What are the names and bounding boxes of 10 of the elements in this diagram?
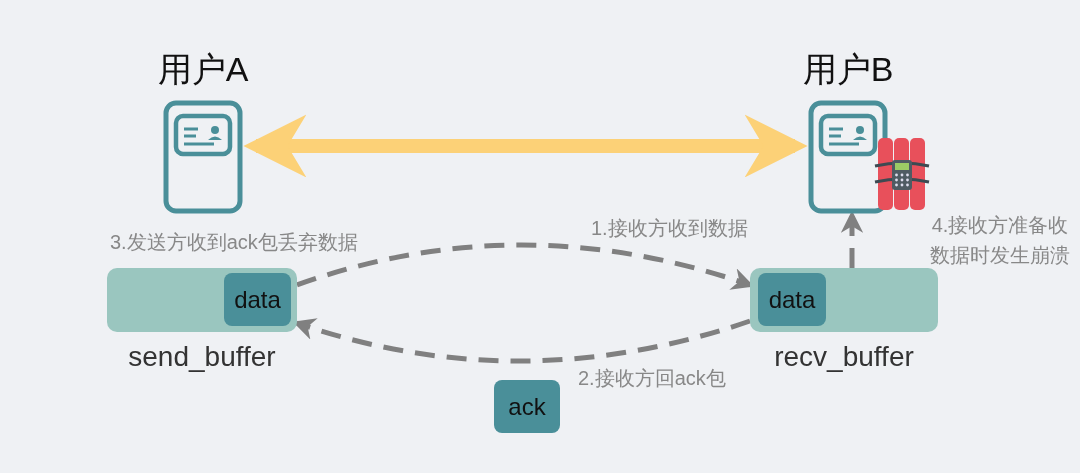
buffer-label: send_buffer [128,340,276,374]
user-name: 用户A [157,49,249,90]
ack-packet: ack [494,380,560,433]
note-text: 3.发送方收到ack包丢弃数据 [110,230,359,255]
note-text: 4.接收方准备收数据时发生崩溃 [929,213,1071,268]
double-arrow [243,114,808,178]
data-block: data [758,273,826,326]
user-name: 用户B [802,49,894,90]
buffer-label: recv_buffer [774,340,914,374]
data-block: data [224,273,291,326]
